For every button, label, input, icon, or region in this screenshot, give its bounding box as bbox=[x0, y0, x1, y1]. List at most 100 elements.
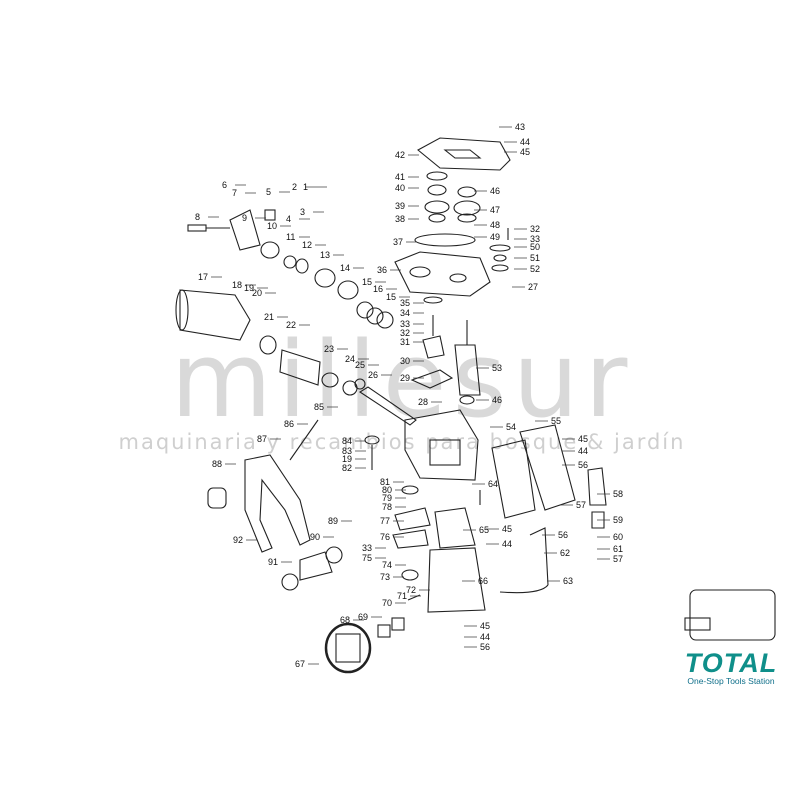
part-label-47: 47 bbox=[490, 205, 500, 215]
part-label-33a: 33 bbox=[530, 234, 540, 244]
part-label-30: 30 bbox=[400, 356, 410, 366]
part-label-13: 13 bbox=[320, 250, 330, 260]
part-label-33c: 33 bbox=[362, 543, 372, 553]
part-label-62: 62 bbox=[560, 548, 570, 558]
part-label-14: 14 bbox=[340, 263, 350, 273]
part-label-43: 43 bbox=[515, 122, 525, 132]
part-label-23: 23 bbox=[324, 344, 334, 354]
part-label-56a: 56 bbox=[578, 460, 588, 470]
part-label-68: 68 bbox=[340, 615, 350, 625]
part-label-57a: 57 bbox=[576, 500, 586, 510]
part-label-71: 71 bbox=[397, 591, 407, 601]
part-label-59: 59 bbox=[613, 515, 623, 525]
part-label-44b: 44 bbox=[578, 446, 588, 456]
part-label-19b: 19 bbox=[342, 454, 352, 464]
part-label-85: 85 bbox=[314, 402, 324, 412]
part-label-51: 51 bbox=[530, 253, 540, 263]
part-label-45a: 45 bbox=[520, 147, 530, 157]
part-label-15a: 15 bbox=[362, 277, 372, 287]
part-label-39: 39 bbox=[395, 201, 405, 211]
part-label-89: 89 bbox=[328, 516, 338, 526]
part-label-54: 54 bbox=[506, 422, 516, 432]
part-label-11: 11 bbox=[286, 232, 295, 242]
part-label-56c: 56 bbox=[480, 642, 490, 652]
part-label-77: 77 bbox=[380, 516, 390, 526]
part-label-80: 80 bbox=[382, 485, 392, 495]
part-label-70: 70 bbox=[382, 598, 392, 608]
part-label-83: 83 bbox=[342, 446, 352, 456]
part-label-50: 50 bbox=[530, 242, 540, 252]
part-label-48: 48 bbox=[490, 220, 500, 230]
part-label-5: 5 bbox=[266, 187, 271, 197]
part-label-20: 20 bbox=[252, 288, 262, 298]
part-label-8: 8 bbox=[195, 212, 200, 222]
part-label-28: 28 bbox=[418, 397, 428, 407]
part-label-44d: 44 bbox=[480, 632, 490, 642]
part-label-21: 21 bbox=[264, 312, 274, 322]
brand-logo: TOTAL bbox=[684, 648, 778, 678]
part-label-25: 25 bbox=[355, 360, 365, 370]
part-label-76: 76 bbox=[380, 532, 390, 542]
part-label-31: 31 bbox=[400, 337, 410, 347]
part-label-87: 87 bbox=[257, 434, 267, 444]
part-label-88: 88 bbox=[212, 459, 222, 469]
part-label-92: 92 bbox=[233, 535, 243, 545]
part-label-73: 73 bbox=[380, 572, 390, 582]
part-label-19a: 19 bbox=[244, 283, 254, 293]
part-label-61: 61 bbox=[613, 544, 623, 554]
part-label-42: 42 bbox=[395, 150, 405, 160]
part-label-66: 66 bbox=[478, 576, 488, 586]
part-label-45b: 45 bbox=[578, 434, 588, 444]
watermark-tagline: maquinaria y recambios para bosque & jar… bbox=[118, 430, 686, 454]
part-label-18: 18 bbox=[232, 280, 242, 290]
part-label-45c: 45 bbox=[502, 524, 512, 534]
part-label-4: 4 bbox=[286, 214, 291, 224]
part-label-36: 36 bbox=[377, 265, 387, 275]
part-label-78: 78 bbox=[382, 502, 392, 512]
part-label-60: 60 bbox=[613, 532, 623, 542]
part-label-52: 52 bbox=[530, 264, 540, 274]
part-label-44c: 44 bbox=[502, 539, 512, 549]
part-label-40: 40 bbox=[395, 183, 405, 193]
brand-tagline: One-Stop Tools Station bbox=[687, 676, 775, 686]
part-label-90: 90 bbox=[310, 532, 320, 542]
part-label-32a: 32 bbox=[530, 224, 540, 234]
part-label-67: 67 bbox=[295, 659, 305, 669]
part-label-75: 75 bbox=[362, 553, 372, 563]
part-label-81: 81 bbox=[380, 477, 390, 487]
part-label-24: 24 bbox=[345, 354, 355, 364]
part-label-33b: 33 bbox=[400, 319, 410, 329]
part-label-64: 64 bbox=[488, 479, 498, 489]
part-label-22: 22 bbox=[286, 320, 296, 330]
part-label-49: 49 bbox=[490, 232, 500, 242]
part-label-72: 72 bbox=[406, 585, 416, 595]
part-label-34: 34 bbox=[400, 308, 410, 318]
part-label-86: 86 bbox=[284, 419, 294, 429]
part-label-1: 1 bbox=[303, 182, 308, 192]
part-label-79: 79 bbox=[382, 493, 392, 503]
part-label-37: 37 bbox=[393, 237, 403, 247]
part-label-84: 84 bbox=[342, 436, 352, 446]
part-label-3: 3 bbox=[300, 207, 305, 217]
product-photo bbox=[689, 589, 776, 641]
part-label-58: 58 bbox=[613, 489, 623, 499]
part-label-27: 27 bbox=[528, 282, 538, 292]
part-label-35: 35 bbox=[400, 298, 410, 308]
part-label-2: 2 bbox=[292, 182, 297, 192]
part-label-45d: 45 bbox=[480, 621, 490, 631]
part-label-65: 65 bbox=[479, 525, 489, 535]
part-label-32b: 32 bbox=[400, 328, 410, 338]
part-label-56b: 56 bbox=[558, 530, 568, 540]
part-label-17: 17 bbox=[198, 272, 208, 282]
part-label-29: 29 bbox=[400, 373, 410, 383]
part-label-7: 7 bbox=[232, 188, 237, 198]
part-label-46b: 46 bbox=[492, 395, 502, 405]
part-label-10: 10 bbox=[267, 221, 277, 231]
watermark-name: millesur bbox=[170, 319, 634, 441]
part-label-69: 69 bbox=[358, 612, 368, 622]
part-label-41: 41 bbox=[395, 172, 405, 182]
cover-part bbox=[417, 137, 511, 171]
part-label-38: 38 bbox=[395, 214, 405, 224]
